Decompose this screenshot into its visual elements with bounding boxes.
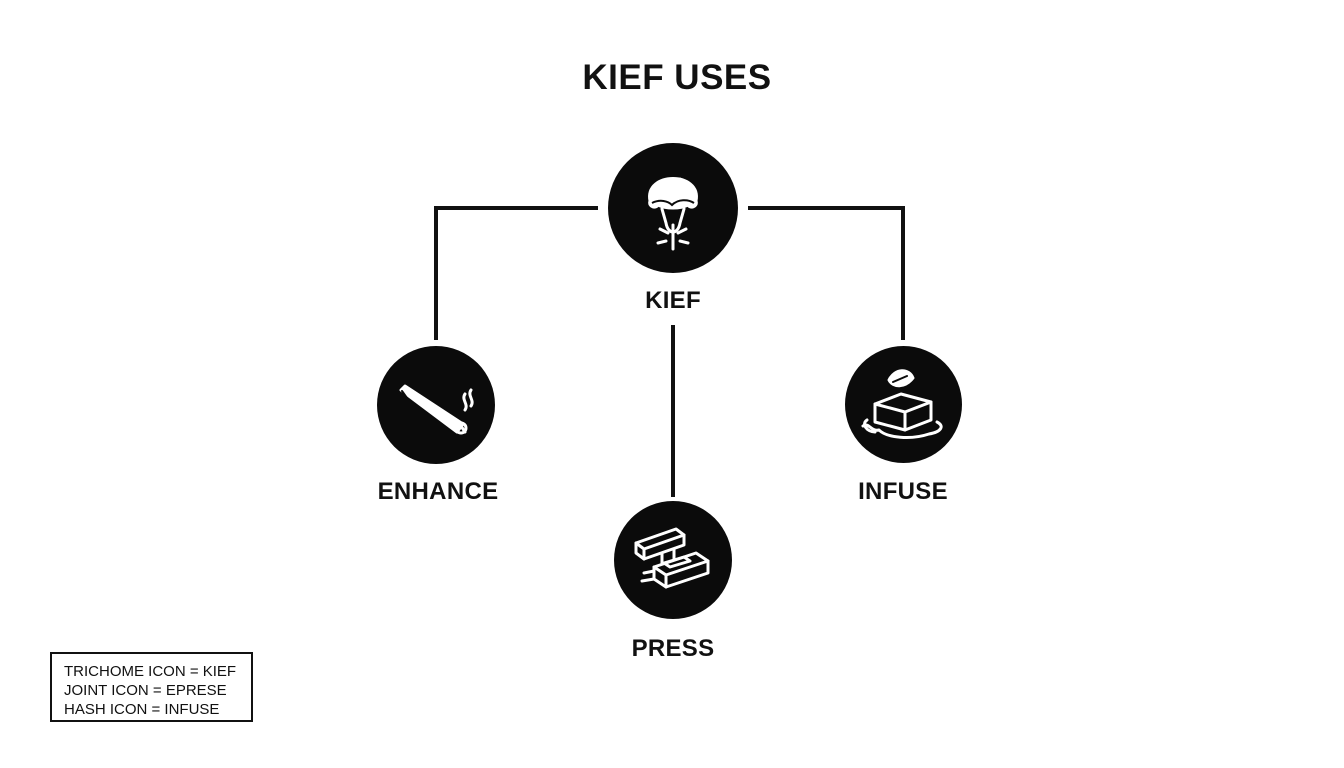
connector-kief-infuse: [748, 206, 905, 340]
legend-box: TRICHOME ICON = KIEF JOINT ICON = EPRESE…: [50, 652, 253, 722]
enhance-label: ENHANCE: [377, 478, 499, 505]
legend-item-kief: TRICHOME ICON = KIEF: [64, 663, 237, 680]
trichome-icon: [648, 177, 698, 251]
press-label: PRESS: [631, 635, 715, 662]
legend-item-hash: HASH ICON = INFUSE: [64, 701, 220, 718]
infuse-label: INFUSE: [858, 478, 948, 505]
infuse-node: [845, 346, 962, 463]
press-node: [614, 501, 732, 619]
connector-kief-enhance: [434, 206, 598, 340]
enhance-node: [377, 346, 495, 464]
joint-icon: [399, 384, 474, 435]
kief-node: [608, 143, 738, 273]
legend-item-joint: JOINT ICON = EPRESE: [64, 682, 227, 699]
kief-label: KIEF: [645, 287, 701, 314]
butter-infusion-icon: [861, 369, 943, 439]
diagram-title: KIEF USES: [582, 58, 772, 97]
press-icon: [634, 527, 710, 589]
